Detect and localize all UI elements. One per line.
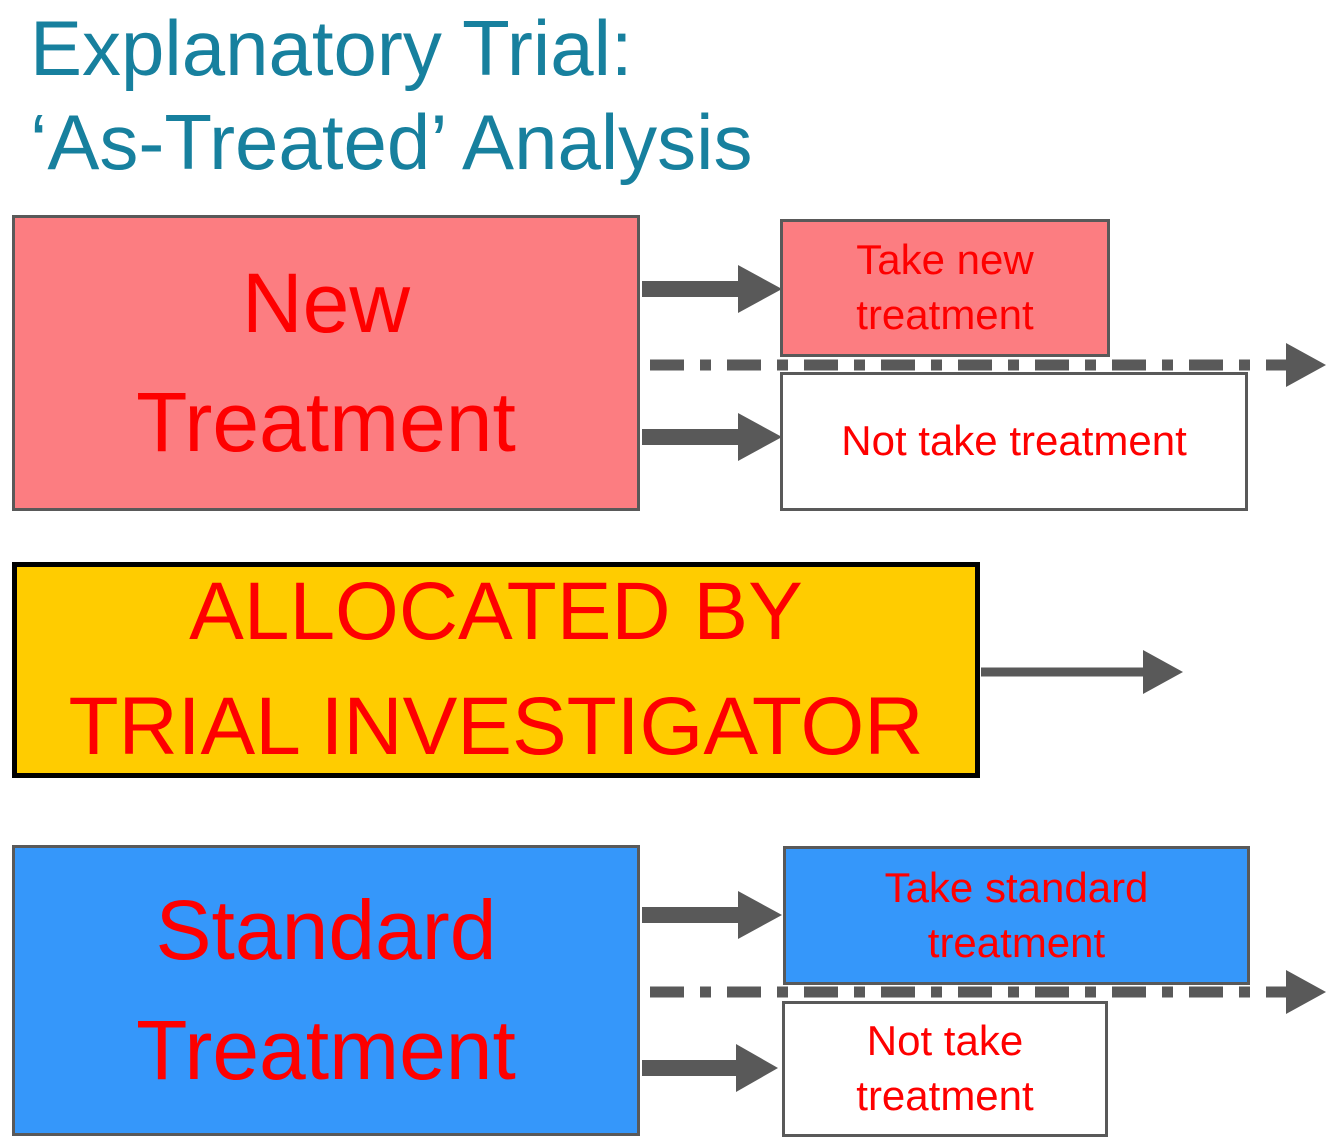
take-new-treatment-box: Take new treatment <box>780 219 1110 357</box>
page-title-line1: Explanatory Trial: <box>30 4 633 92</box>
page-title-line2: ‘As-Treated’ Analysis <box>30 97 753 186</box>
arrow-standard-to-nottake-icon <box>642 1044 778 1092</box>
new-treatment-label: New Treatment <box>136 255 516 469</box>
new-treatment-box: New Treatment <box>12 215 640 511</box>
arrow-standard-to-take-icon <box>642 891 782 939</box>
allocated-by-investigator-box: ALLOCATED BY TRIAL INVESTIGATOR <box>12 562 980 778</box>
standard-treatment-label: Standard Treatment <box>136 883 516 1097</box>
arrow-allocation-icon <box>981 650 1183 694</box>
arrow-new-to-nottake-icon <box>642 413 782 461</box>
not-take-new-treatment-box: Not take treatment <box>780 372 1248 511</box>
take-new-treatment-label: Take new treatment <box>856 236 1034 338</box>
take-standard-treatment-box: Take standard treatment <box>783 846 1250 985</box>
not-take-standard-treatment-box: Not take treatment <box>782 1001 1108 1137</box>
take-standard-treatment-label: Take standard treatment <box>884 863 1149 966</box>
page-title: Explanatory Trial: ‘As-Treated’ Analysis <box>30 2 753 189</box>
allocated-by-investigator-label: ALLOCATED BY TRIAL INVESTIGATOR <box>68 566 924 772</box>
standard-treatment-box: Standard Treatment <box>12 845 640 1136</box>
not-take-standard-treatment-label: Not take treatment <box>856 1017 1034 1119</box>
not-take-new-treatment-label: Not take treatment <box>841 417 1187 465</box>
arrow-new-to-take-icon <box>642 265 782 313</box>
